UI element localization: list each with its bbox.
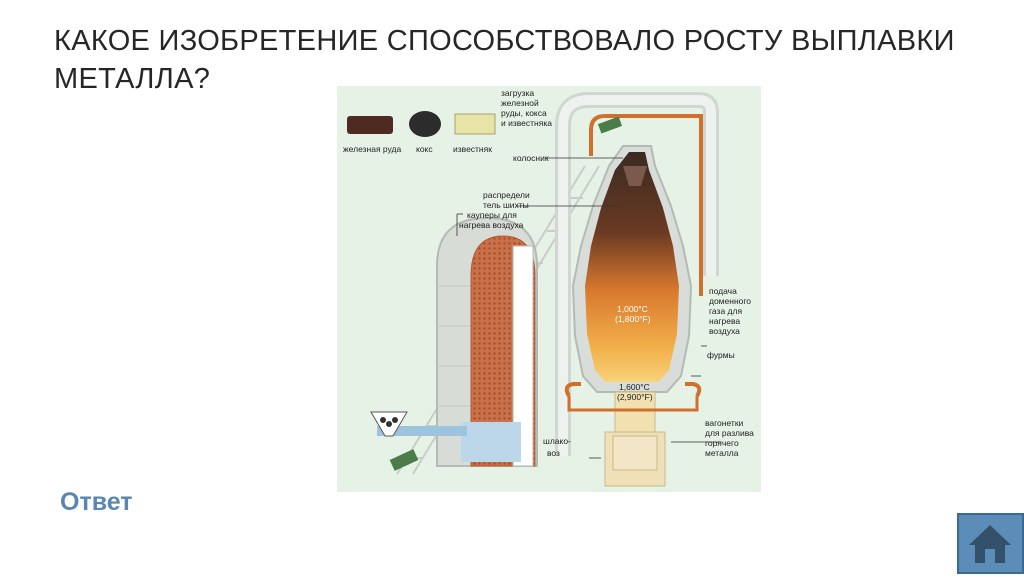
limestone-swatch bbox=[454, 113, 496, 135]
label-loading-4: и известняка bbox=[501, 118, 552, 128]
label-loading-1: загрузка bbox=[501, 88, 534, 98]
label-gas-1: подача bbox=[709, 286, 737, 296]
label-stoves-1: кауперы для bbox=[467, 210, 517, 220]
tuyere-right bbox=[685, 382, 702, 398]
answer-link[interactable]: Ответ bbox=[60, 488, 133, 516]
label-gas-2: доменного bbox=[709, 296, 751, 306]
label-stoves-2: нагрева воздуха bbox=[459, 220, 524, 230]
label-cars-4: металла bbox=[705, 448, 739, 458]
legend: железная руда кокс известняк bbox=[343, 111, 496, 154]
iron-ore-swatch bbox=[347, 116, 393, 134]
label-distributor-2: тель шихты bbox=[483, 200, 529, 210]
label-temp-lower-f: (2,900°F) bbox=[617, 392, 653, 402]
label-tuyeres: фурмы bbox=[707, 350, 735, 360]
coke-swatch bbox=[409, 111, 441, 137]
cold-air-pipe bbox=[377, 426, 467, 436]
skip-car-top bbox=[597, 116, 623, 134]
label-temp-upper-f: (1,800°F) bbox=[615, 314, 651, 324]
label-distributor-1: распредели bbox=[483, 190, 530, 200]
slide-title: КАКОЕ ИЗОБРЕТЕНИЕ СПОСОБСТВОВАЛО РОСТУ В… bbox=[54, 25, 955, 95]
label-cars-3: горячего bbox=[705, 438, 739, 448]
ladle-cars bbox=[612, 435, 658, 471]
home-button[interactable] bbox=[957, 513, 1024, 574]
charge-distributor bbox=[623, 166, 647, 186]
label-slag-2: воз bbox=[547, 448, 560, 458]
label-slag-1: шлако- bbox=[543, 436, 571, 446]
hot-gas-pipe bbox=[589, 114, 703, 296]
label-temp-upper-c: 1,000°C bbox=[617, 304, 648, 314]
label-gas-5: воздуха bbox=[709, 326, 740, 336]
legend-limestone: известняк bbox=[453, 144, 492, 154]
furnace-interior bbox=[585, 152, 679, 382]
label-throat: колосник bbox=[513, 153, 549, 163]
label-temp-lower-c: 1,600°C bbox=[619, 382, 650, 392]
cowper-stove bbox=[436, 216, 538, 467]
home-icon bbox=[969, 525, 1011, 563]
skip-car-bottom bbox=[389, 449, 419, 471]
blast-furnace-illustration: железная руда кокс известняк bbox=[343, 88, 754, 487]
label-loading-3: руды, кокса bbox=[501, 108, 547, 118]
label-cars-1: вагонетки bbox=[705, 418, 744, 428]
legend-coke: кокс bbox=[416, 144, 433, 154]
label-gas-4: нагрева bbox=[709, 316, 740, 326]
tuyere-left bbox=[564, 382, 581, 398]
label-gas-3: газа для bbox=[709, 306, 742, 316]
label-loading-2: железной bbox=[501, 98, 539, 108]
hearth bbox=[614, 391, 656, 433]
legend-iron-ore: железная руда bbox=[343, 144, 401, 154]
label-cars-2: для разлива bbox=[705, 428, 754, 438]
blast-furnace-diagram: железная руда кокс известняк bbox=[337, 86, 761, 492]
